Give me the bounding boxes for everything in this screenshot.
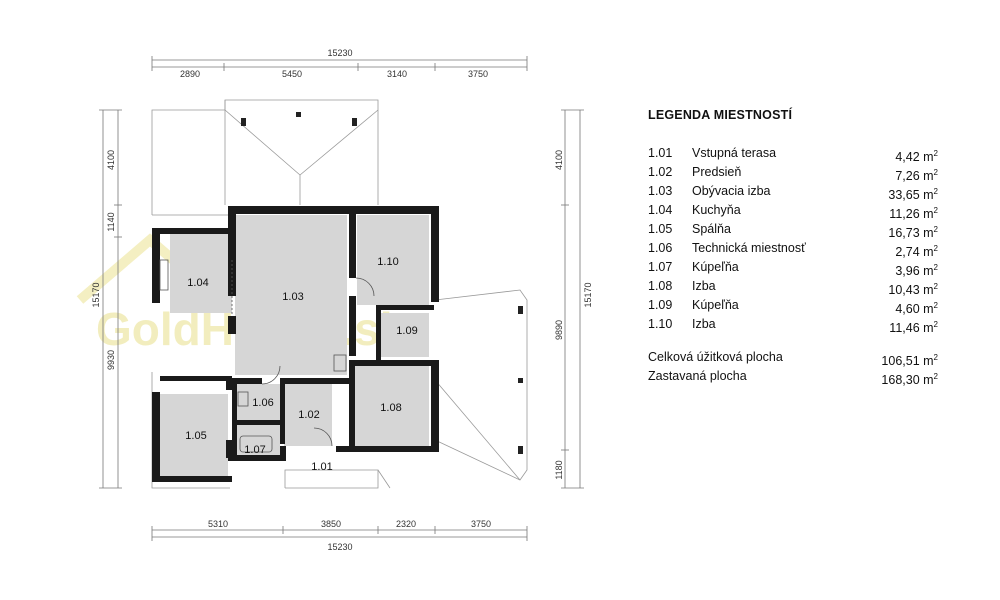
dim-right-seg-3: 1180 [554,460,564,479]
dim-bottom-seg-4: 3750 [471,519,491,529]
legend-code: 1.09 [648,298,673,312]
legend-code: 1.07 [648,260,673,274]
legend-row: 1.03 Obývacia izba 33,65 m2 [648,182,938,203]
legend-row: 1.05 Spálňa 16,73 m2 [648,220,938,241]
legend-row: 1.06 Technická miestnosť 2,74 m2 [648,239,938,260]
legend-area: 16,73 m2 [888,225,938,241]
room-fills [160,215,429,480]
legend-code: 1.05 [648,222,673,236]
room-1-07-fill [236,425,280,455]
legend-total-label: Zastavaná plocha [648,369,747,383]
legend-row: 1.08 Izba 10,43 m2 [648,277,938,298]
legend-code: 1.03 [648,184,673,198]
legend-area: 3,96 m2 [895,263,938,279]
legend-room-name: Kúpeľňa [692,298,739,312]
dim-top-seg-2: 5450 [282,69,302,79]
legend-room-name: Predsieň [692,165,742,179]
doors-fixtures [159,259,375,453]
roof-posts [241,112,523,454]
legend-row: 1.04 Kuchyňa 11,26 m2 [648,201,938,222]
room-1-10-fill [357,215,429,305]
room-1-03-fill [235,215,347,375]
room-1-05-fill [160,394,228,480]
dim-top-total: 15230 [327,48,352,58]
legend-code: 1.02 [648,165,673,179]
legend-code: 1.10 [648,317,673,331]
dim-top-seg-3: 3140 [387,69,407,79]
dim-top-seg-1: 2890 [180,69,200,79]
floor-plan: GoldHouse.sk 15230 2890 5450 3140 3750 5… [76,48,593,552]
legend-row: 1.02 Predsieň 7,26 m2 [648,163,938,184]
dim-right-seg-2: 9890 [554,320,564,340]
dim-left-total: 15170 [91,282,101,307]
legend-total-row: Zastavaná plocha 168,30 m2 [648,367,938,388]
legend-room-name: Izba [692,317,716,331]
room-label-1-05: 1.05 [185,430,206,442]
roof-outline [151,99,528,489]
legend-room-name: Izba [692,279,716,293]
legend-room-name: Kuchyňa [692,203,741,217]
dim-left-seg-3: 9930 [106,350,116,370]
legend-area: 33,65 m2 [888,187,938,203]
legend-area: 106,51 m2 [881,353,938,369]
legend-title: LEGENDA MIESTNOSTÍ [648,108,793,122]
room-1-09-fill [381,313,429,357]
dim-top-seg-4: 3750 [468,69,488,79]
legend-row: 1.09 Kúpeľňa 4,60 m2 [648,296,938,317]
legend-code: 1.08 [648,279,673,293]
legend-area: 4,42 m2 [895,149,938,165]
room-1-04-fill [170,233,232,313]
room-label-1-09: 1.09 [396,325,417,337]
legend-code: 1.06 [648,241,673,255]
legend-row: 1.10 Izba 11,46 m2 [648,315,938,336]
dimensions-right [561,109,584,489]
dim-bottom-seg-2: 3850 [321,519,341,529]
legend-room-name: Vstupná terasa [692,146,777,160]
room-label-1-10: 1.10 [377,256,398,268]
walls [152,206,439,482]
legend-area: 11,26 m2 [889,206,938,222]
room-label-1-04: 1.04 [187,277,208,289]
legend-area: 11,46 m2 [889,320,938,336]
dimensions-top [151,56,528,71]
room-1-06-fill [236,384,280,422]
room-label-1-02: 1.02 [298,409,319,421]
legend-total-label: Celková úžitková plocha [648,350,783,364]
legend-area: 4,60 m2 [895,301,938,317]
legend-room-name: Obývacia izba [692,184,771,198]
dim-right-total: 15170 [583,282,593,307]
legend-total-row: Celková úžitková plocha 106,51 m2 [648,348,938,369]
legend-area: 10,43 m2 [888,282,938,298]
dim-left-seg-2: 1140 [106,212,116,231]
room-1-08-fill [352,366,429,448]
room-1-02-fill [284,384,332,446]
dim-bottom-seg-3: 2320 [396,519,416,529]
dim-right-seg-1: 4100 [554,150,564,170]
room-label-1-01: 1.01 [311,461,332,473]
legend-row: 1.01 Vstupná terasa 4,42 m2 [648,144,938,165]
legend-room-name: Technická miestnosť [692,241,806,255]
dim-bottom-seg-1: 5310 [208,519,228,529]
dimensions-bottom [151,526,528,541]
room-label-1-06: 1.06 [252,397,273,409]
legend-room-name: Kúpeľňa [692,260,739,274]
dim-left-seg-1: 4100 [106,150,116,170]
legend-area: 7,26 m2 [895,168,938,184]
legend-room-name: Spálňa [692,222,731,236]
room-legend: LEGENDA MIESTNOSTÍ 1.01 Vstupná terasa 4,4… [648,108,938,388]
legend-row: 1.07 Kúpeľňa 3,96 m2 [648,258,938,279]
legend-code: 1.04 [648,203,673,217]
legend-area: 2,74 m2 [895,244,938,260]
legend-rooms: 1.01 Vstupná terasa 4,42 m2 1.02 Predsieň 7,2… [648,144,938,336]
legend-code: 1.01 [648,146,673,160]
room-label-1-03: 1.03 [282,291,303,303]
room-label-1-08: 1.08 [380,402,401,414]
legend-area: 168,30 m2 [881,372,938,388]
dim-bottom-total: 15230 [327,542,352,552]
room-label-1-07: 1.07 [244,444,265,456]
dimensions-left [99,109,122,489]
